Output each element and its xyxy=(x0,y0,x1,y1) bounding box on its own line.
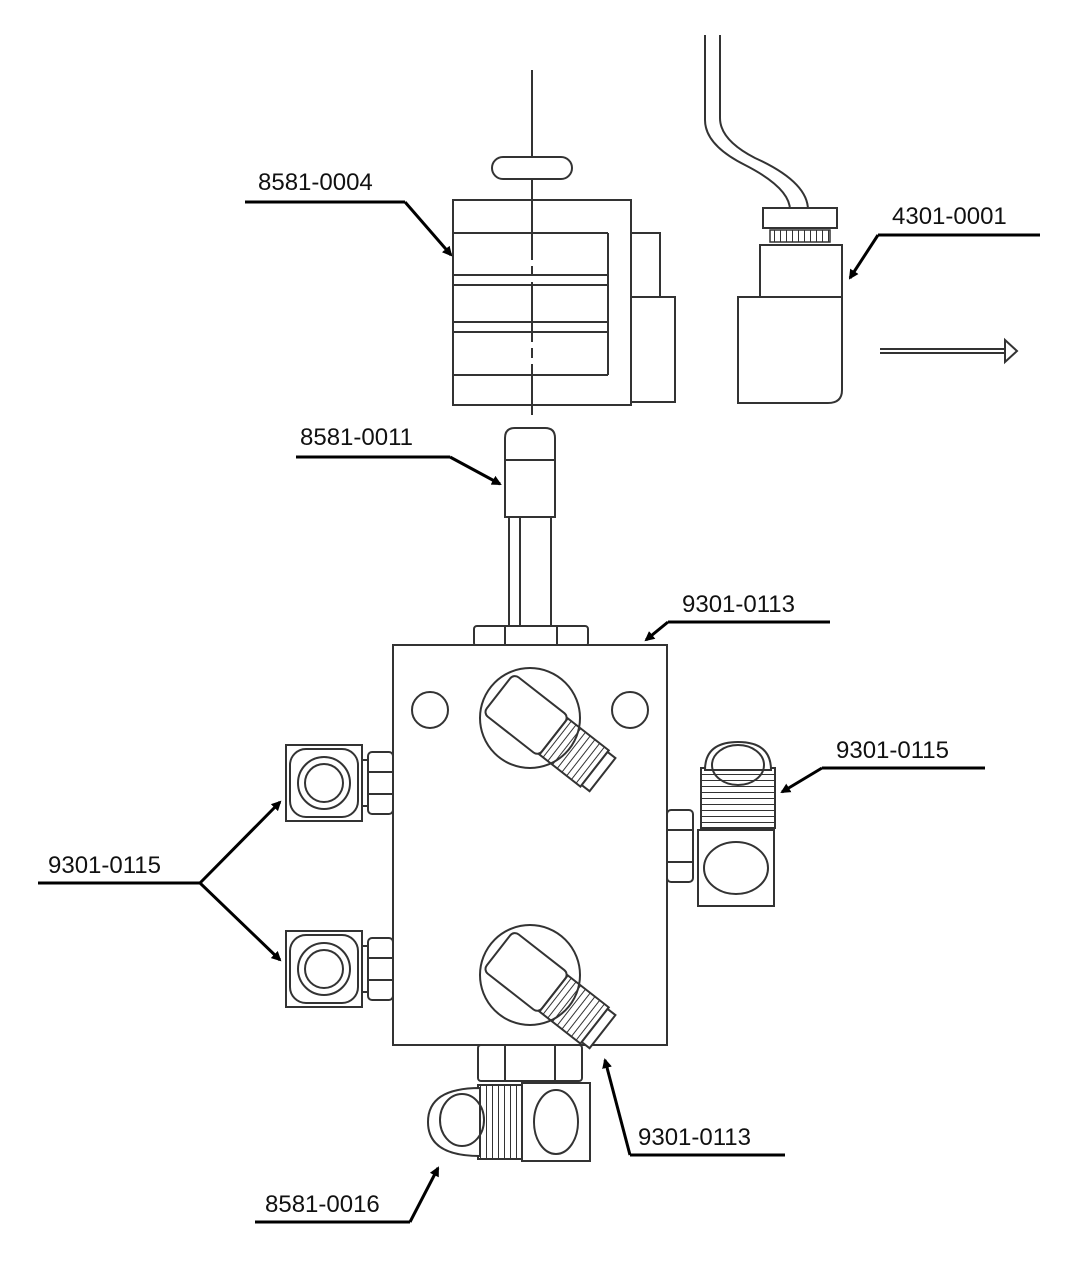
label-left-fittings: 9301-0115 xyxy=(48,852,161,879)
valve-stem xyxy=(473,427,589,647)
cable-connector xyxy=(704,35,1019,404)
label-coil: 8581-0004 xyxy=(258,169,373,196)
callout-stem: 8581-0011 xyxy=(296,424,502,486)
callout-connector: 4301-0001 xyxy=(848,203,1040,280)
callout-right-fitting: 9301-0115 xyxy=(780,737,985,794)
label-bottom-plug: 8581-0016 xyxy=(265,1191,380,1218)
upper-elbow-fitting xyxy=(479,667,617,793)
left-upper-fitting xyxy=(285,744,394,822)
solenoid-coil xyxy=(452,70,676,415)
label-block-top: 9301-0113 xyxy=(682,591,795,618)
callout-left-fittings: 9301-0115 xyxy=(38,800,282,962)
bottom-fitting-assembly xyxy=(426,1044,591,1162)
callout-coil: 8581-0004 xyxy=(245,169,453,257)
label-bottom-elbow: 9301-0113 xyxy=(638,1124,751,1151)
label-right-fitting: 9301-0115 xyxy=(836,737,949,764)
callout-block-top: 9301-0113 xyxy=(644,591,830,642)
label-stem: 8581-0011 xyxy=(300,424,413,451)
right-side-fitting xyxy=(666,740,776,907)
label-connector: 4301-0001 xyxy=(892,203,1007,230)
callout-bottom-plug: 8581-0016 xyxy=(255,1166,440,1224)
left-lower-fitting xyxy=(285,930,394,1008)
callout-bottom-elbow: 9301-0113 xyxy=(602,1058,785,1157)
lower-elbow-fitting xyxy=(479,924,617,1050)
